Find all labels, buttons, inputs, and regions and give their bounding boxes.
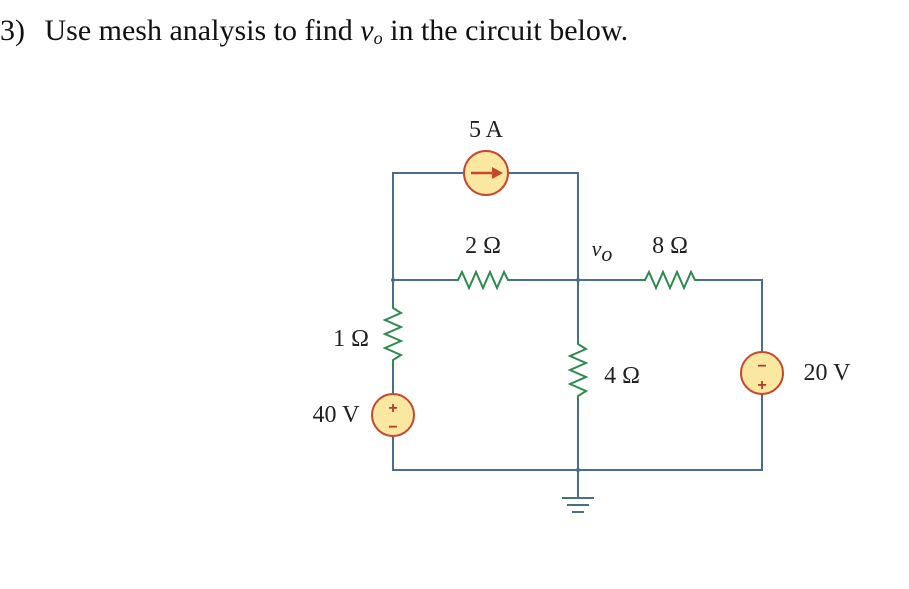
problem-number: 3) <box>0 14 25 47</box>
problem-variable-main: v <box>360 14 374 47</box>
problem-variable-sub: o <box>373 28 383 48</box>
label-vo: vo <box>592 236 613 266</box>
source-20-bottom-sign: + <box>757 377 766 394</box>
label-5A: 5 A <box>469 117 504 143</box>
label-2-ohm: 2 Ω <box>465 233 501 259</box>
label-4-ohm: 4 Ω <box>604 363 640 389</box>
voltage-source-20V: − + <box>740 351 784 395</box>
problem-text-after: in the circuit below. <box>390 14 629 47</box>
wire-top-right <box>508 172 579 280</box>
resistor-2-ohm <box>453 269 513 291</box>
source-20-top-sign: − <box>757 358 766 375</box>
node-dot-center <box>576 278 580 282</box>
wire-mid-right-b <box>700 279 763 352</box>
resistor-4-ohm <box>567 340 589 402</box>
label-40V: 40 V <box>313 402 361 428</box>
label-1-ohm: 1 Ω <box>333 326 369 352</box>
problem-statement: 3) Use mesh analysis to find vo in the c… <box>0 14 628 49</box>
problem-text-before: Use mesh analysis to find <box>44 14 353 47</box>
label-20V: 20 V <box>804 360 852 386</box>
resistor-1-ohm <box>382 304 404 368</box>
ground-icon <box>562 497 594 513</box>
problem-variable: vo <box>360 14 383 48</box>
label-vo-main: v <box>592 236 602 261</box>
wire-top-left <box>392 172 464 280</box>
resistor-8-ohm <box>640 269 700 291</box>
node-dot-bottom <box>576 468 580 472</box>
source-40-top-sign: + <box>388 400 397 417</box>
label-vo-sub: o <box>601 241 612 266</box>
node-dot-left <box>391 278 395 282</box>
label-8-ohm: 8 Ω <box>652 233 688 259</box>
source-40-bottom-sign: − <box>388 419 397 436</box>
current-source-5A <box>463 150 509 196</box>
wires <box>392 172 763 498</box>
voltage-source-40V: + − <box>371 393 415 437</box>
